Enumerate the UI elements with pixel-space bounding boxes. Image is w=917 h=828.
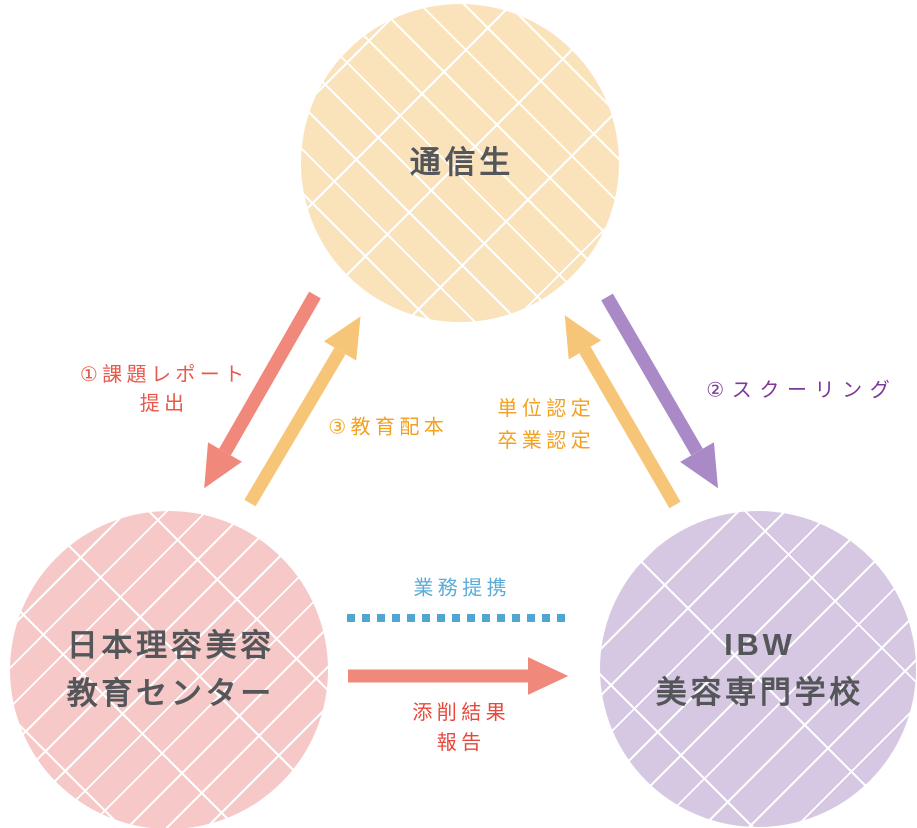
node-ibw-school-label-line2: 美容専門学校 <box>655 675 865 710</box>
node-education-center-label: 日本理容美容 教育センター <box>63 622 275 718</box>
arrow-schooling <box>601 293 719 489</box>
node-education-center-label-line1: 日本理容美容 <box>66 627 276 663</box>
node-ibw-school: IBW 美容専門学校 <box>600 511 916 827</box>
label-correction-report: 添削結果 報告 <box>408 698 510 758</box>
node-ibw-school-label: IBW 美容専門学校 <box>652 621 864 717</box>
label-correction-report-line1: 添削結果 <box>412 702 510 724</box>
node-correspondence-student: 通信生 <box>301 4 619 322</box>
label-certification-line2: 卒業認定 <box>497 430 595 452</box>
arrow-assignment-report <box>204 291 321 489</box>
node-education-center: 日本理容美容 教育センター <box>10 511 328 828</box>
label-schooling: ②スクーリング <box>706 379 898 402</box>
node-education-center-label-line2: 教育センター <box>66 676 276 711</box>
label-business-partnership: 業務提携 <box>413 577 511 600</box>
label-assignment-report: ①課題レポート 提出 <box>75 361 248 419</box>
label-certification: 単位認定 卒業認定 <box>493 393 595 457</box>
label-certification-line1: 単位認定 <box>497 398 595 420</box>
node-correspondence-student-label: 通信生 <box>409 144 514 180</box>
label-assignment-report-line1: ①課題レポート <box>79 364 249 386</box>
label-correction-report-line2: 報告 <box>436 732 486 754</box>
label-assignment-report-line2: 提出 <box>139 393 189 415</box>
arrow-textbook-distribution <box>244 316 361 507</box>
label-textbook-distribution: ③教育配本 <box>328 416 449 439</box>
node-ibw-school-label-line1: IBW <box>724 626 796 662</box>
arrow-certification <box>564 315 681 509</box>
